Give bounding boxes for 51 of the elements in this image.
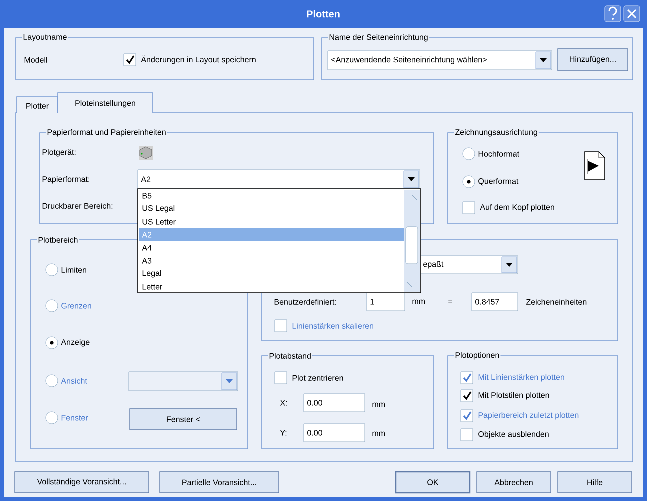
radio-label: Querformat — [478, 178, 519, 186]
tab: Plotter — [16, 96, 58, 114]
checkbox-label: Änderungen in Layout speichern — [141, 56, 256, 64]
selected-list-item: A2 — [139, 228, 404, 242]
list-item: A4 — [142, 245, 152, 251]
input-field: 1 — [366, 292, 406, 312]
button: Fenster < — [130, 408, 238, 430]
list-item: US Legal — [142, 205, 175, 213]
list-item: A3 — [142, 258, 152, 264]
radio-label: Grenzen — [62, 303, 92, 309]
list-item: US Letter — [142, 219, 176, 225]
radio-label: Limiten — [62, 267, 86, 273]
field-label: Papierformat: — [42, 176, 90, 184]
button: OK — [395, 471, 471, 494]
window-title: Plotten — [307, 10, 340, 18]
button: Vollständige Voransicht... — [14, 472, 150, 494]
checkbox-label: Plot zentrieren — [292, 375, 344, 381]
input-field: 0.00 — [304, 424, 366, 442]
button: Hinzufügen... — [558, 48, 628, 72]
field-label: mm — [372, 432, 385, 436]
list-item: Legal — [142, 270, 162, 278]
field-label: mm — [372, 402, 385, 408]
radio-label: Hochformat — [478, 151, 520, 157]
checkbox-label: Objekte ausblenden — [478, 431, 549, 439]
dropdown-field: epaßt — [420, 256, 518, 274]
list-item: Letter — [142, 284, 163, 290]
checkbox-label: Mit Linienstärken plotten — [478, 374, 564, 382]
field-label: Modell — [24, 57, 48, 63]
list-item: B5 — [142, 193, 152, 199]
button: Hilfe — [558, 472, 632, 494]
input-field: 0.00 — [304, 394, 366, 412]
checkbox-label: Linienstärken skalieren — [292, 323, 374, 329]
checkbox-label: Mit Plotstilen plotten — [478, 392, 550, 400]
button: Abbrechen — [476, 472, 552, 494]
field-label: mm — [412, 300, 425, 304]
radio-label: Anzeige — [61, 339, 90, 347]
button: Partielle Voransicht... — [160, 472, 280, 494]
radio-label: Ansicht — [61, 378, 88, 384]
radio-label: Fenster — [62, 415, 88, 421]
field-label: = — [448, 300, 452, 303]
field-label: Zeicheneinheiten — [526, 299, 587, 305]
checkbox-label: Auf dem Kopf plotten — [480, 204, 554, 212]
dropdown-field: A2 — [138, 170, 420, 190]
field-label: Druckbarer Bereich: — [42, 203, 113, 209]
field-label: X: — [280, 400, 288, 406]
dropdown-field: <Anzuwendende Seiteneinrichtung wählen> — [328, 50, 552, 70]
field-label: Benutzerdefiniert: — [274, 299, 336, 305]
field-label: Y: — [280, 430, 287, 436]
checkbox-label: Papierbereich zuletzt plotten — [478, 412, 579, 420]
input-field: 0.8457 — [472, 292, 518, 312]
field-label: Plotgerät: — [42, 149, 76, 157]
